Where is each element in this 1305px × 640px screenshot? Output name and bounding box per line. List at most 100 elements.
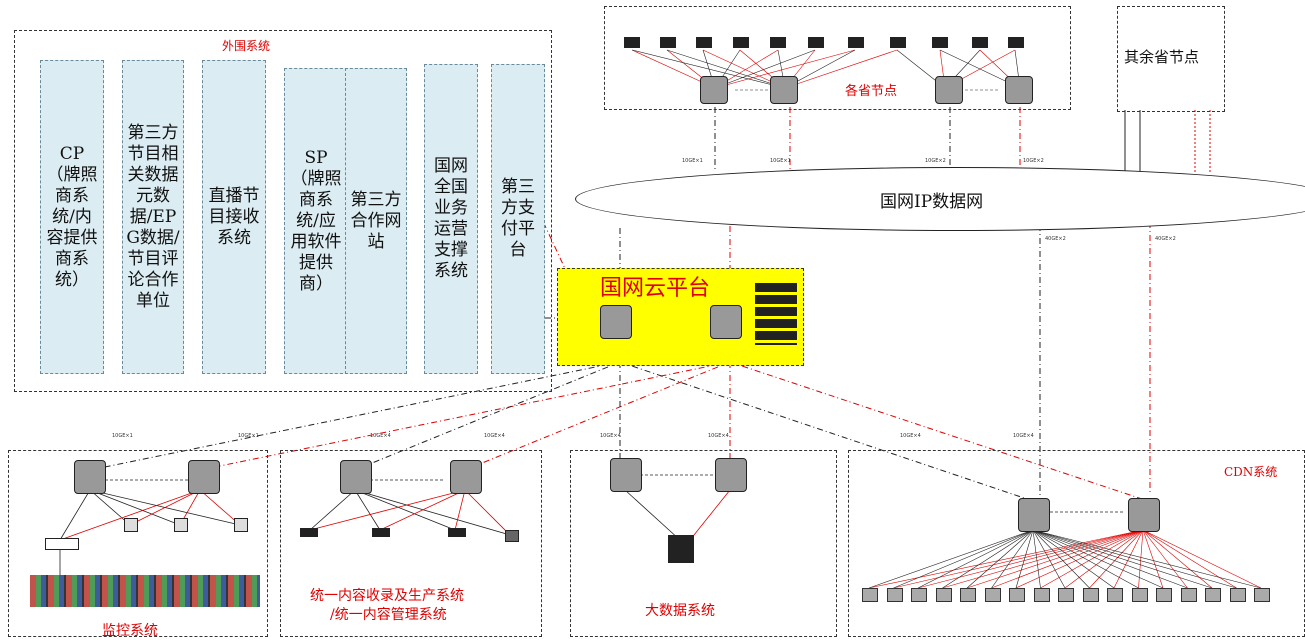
cdn-system-title: CDN系统 [1224, 465, 1278, 479]
switch-icon [700, 76, 728, 104]
cdn-link-line [1142, 529, 1164, 589]
monitor-server [45, 538, 79, 550]
province-node-title: 各省节点 [845, 84, 898, 99]
core-switch-left [600, 305, 632, 339]
cdn-link-line [1032, 529, 1262, 589]
link-label: 10GE×4 [600, 433, 621, 439]
cdn-link-line [991, 529, 1144, 589]
camera-icon [174, 518, 188, 532]
cdn-server-icon [1131, 588, 1148, 602]
cdn-link-line [1142, 529, 1262, 589]
link-label: 10GE×4 [484, 433, 505, 439]
column-payment: 第三方支付平台 [491, 64, 545, 374]
link-label: 10GE×2 [1023, 158, 1044, 164]
province-server-icon [696, 37, 712, 48]
cdn-server-icon [1058, 588, 1074, 602]
cdn-link-line [1142, 529, 1188, 589]
link-label: 10GE×1 [112, 433, 133, 439]
cdn-link-line [1142, 529, 1237, 589]
cdn-link-line [868, 529, 1144, 589]
cdn-server-icon [1205, 588, 1221, 602]
link-label: 10GE×1 [238, 433, 259, 439]
cdn-link-line [1032, 529, 1164, 589]
cdn-link-line [1138, 529, 1144, 589]
server-stack [755, 283, 797, 345]
column-boss-system: 国网全国业务运营支撑系统 [424, 64, 478, 374]
province-server-icon [848, 37, 864, 48]
link-label: 10GE×1 [770, 158, 791, 164]
switch-icon [770, 76, 798, 104]
switch-icon [1005, 76, 1033, 104]
cdn-link-line [1032, 529, 1188, 589]
content-system-title-line2: /统一内容管理系统 [330, 607, 447, 623]
cdn-link-line [991, 529, 1034, 589]
camera-icon [124, 518, 138, 532]
switch-icon [74, 460, 106, 494]
cdn-server-icon [1009, 588, 1025, 602]
cdn-server-icon [1033, 588, 1050, 602]
cdn-link-line [1142, 529, 1213, 589]
cdn-link-line [1064, 529, 1144, 589]
cdn-link-line [942, 529, 1144, 589]
switch-icon [1128, 498, 1160, 532]
server-icon [372, 528, 390, 537]
province-server-icon [770, 37, 786, 48]
cdn-link-line [1015, 529, 1034, 589]
province-server-icon [1008, 37, 1024, 48]
province-server-icon [624, 37, 640, 48]
cdn-server-icon [960, 588, 976, 602]
cdn-server-icon [886, 588, 903, 602]
switch-icon [340, 460, 372, 494]
cdn-link-line [1032, 529, 1090, 589]
monitor-system-title: 监控系统 [102, 623, 158, 639]
server-icon [300, 528, 318, 537]
column-third-party-epg: 第三方节目相关数据元数据/EPG数据/节目评论合作单位 [122, 60, 184, 374]
province-server-icon [972, 37, 988, 48]
other-provinces-box [1117, 6, 1225, 112]
cdn-link-line [893, 529, 1034, 589]
link-label: 40GE×2 [1155, 236, 1176, 242]
link-label: 10GE×4 [708, 433, 729, 439]
cdn-link-line [966, 529, 1034, 589]
content-system-title-line1: 统一内容收录及生产系统 [310, 588, 464, 604]
peripheral-systems-panel [14, 30, 552, 392]
cdn-link-line [1032, 529, 1237, 589]
cdn-server-icon [1180, 588, 1197, 602]
column-cp: CP（牌照商系统/内容提供商系统） [40, 60, 104, 374]
workstation-icon [505, 530, 519, 542]
cdn-server-icon [935, 588, 952, 602]
bigdata-system-title: 大数据系统 [645, 603, 715, 619]
link-label: 10GE×2 [925, 158, 946, 164]
cdn-link-line [1032, 529, 1041, 589]
ip-data-network-label: 国网IP数据网 [880, 192, 984, 212]
other-provinces-label: 其余省节点 [1124, 48, 1200, 66]
cdn-link-line [893, 529, 1144, 589]
province-server-icon [660, 37, 676, 48]
cdn-link-line [917, 529, 1034, 589]
switch-icon [188, 460, 220, 494]
province-server-icon [890, 37, 906, 48]
core-switch-right [710, 305, 742, 339]
switch-icon [450, 460, 482, 494]
ip-data-network-ellipse [575, 167, 1305, 231]
cloud-platform-title: 国网云平台 [600, 276, 711, 301]
cdn-server-icon [1229, 588, 1246, 602]
province-server-icon [808, 37, 824, 48]
cdn-link-line [1113, 529, 1144, 589]
link-label: 10GE×4 [900, 433, 921, 439]
cdn-server-icon [1156, 588, 1172, 602]
cdn-link-line [1032, 529, 1066, 589]
cdn-link-line [942, 529, 1034, 589]
switch-icon [715, 458, 747, 492]
link-label: 40GE×2 [1045, 236, 1066, 242]
cdn-link-line [868, 529, 1034, 589]
column-third-party-site: 第三方合作网站 [345, 68, 407, 374]
switch-icon [610, 458, 642, 492]
monitor-wall [30, 575, 260, 607]
link-label: 10GE×4 [370, 433, 391, 439]
link-label: 10GE×4 [1013, 433, 1034, 439]
cdn-link-line [917, 529, 1144, 589]
cdn-server-icon [862, 588, 878, 602]
cdn-link-line [1040, 529, 1144, 589]
